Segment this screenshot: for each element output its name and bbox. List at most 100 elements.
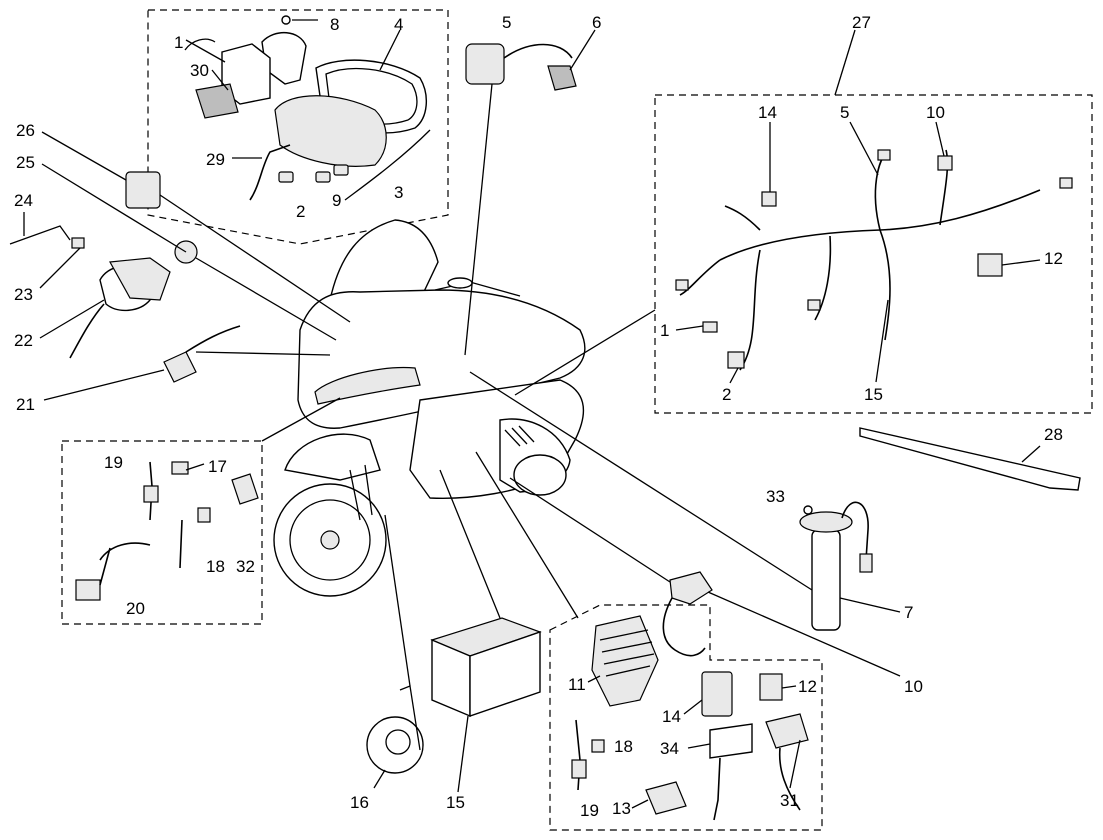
leader-22 [39,299,105,339]
leader-4 [379,29,401,71]
label-26: 26 [16,121,35,140]
leader-10-bike [509,477,671,583]
regulator-fins [599,629,655,677]
label-34: 34 [660,739,679,758]
rear-wheel [513,454,567,496]
stand-switch-group [662,571,713,657]
ignition-coil-group [465,43,577,91]
front-hub [320,530,340,550]
label-18-right: 18 [614,737,633,756]
meter-lens-30 [195,83,239,119]
holder-34 [709,723,753,759]
meter-body [274,95,387,167]
leader-34 [687,743,711,749]
leader-harness-to-bike [514,309,656,396]
fuel-sender-wire [841,501,869,561]
harness-connector-c [1059,177,1073,189]
label-32: 32 [236,557,255,576]
label-14-harness: 14 [758,103,777,122]
fuse-18-right [591,739,605,753]
label-23: 23 [14,285,33,304]
leader-left-box [261,397,341,442]
label-20: 20 [126,599,145,618]
leader-27 [834,29,856,96]
leader-23 [39,247,81,289]
fuel-sender-group [799,501,873,631]
harness-connector-14 [761,191,777,207]
meter-wire-29 [249,144,291,201]
label-18-left: 18 [206,557,225,576]
harness-20-tail [99,519,183,586]
fuel-sender-connector [859,553,873,573]
leader-5-coil [464,83,493,356]
socket-21 [163,351,197,383]
harness-branch-b [879,229,891,341]
label-5-coil: 5 [502,13,511,32]
leader-horn-bike [384,514,411,687]
label-10-switch: 10 [904,677,923,696]
meter-bracket [261,32,307,85]
leader-1-top [185,39,226,63]
label-15-harness: 15 [864,385,883,404]
screw-33 [803,505,813,515]
connector-31-wire [778,747,801,811]
meter-group [184,15,431,201]
leader-5-harness [849,121,879,176]
ignition-switch-body [109,257,171,301]
leader-25-bike [195,257,337,341]
relay-12 [759,673,783,701]
scooter-body [273,219,586,597]
bracket-1 [184,38,216,51]
label-2-top: 2 [296,202,305,221]
label-19-left: 19 [104,453,123,472]
leader-12-right [781,685,797,689]
callouts: 1 30 8 4 29 2 9 3 5 6 27 14 5 10 12 1 2 … [14,13,1063,820]
bulb-socket-9b [333,164,349,176]
leader-6 [569,29,596,71]
fork [349,464,373,521]
harness-group-box [654,94,1093,414]
label-6: 6 [592,13,601,32]
label-17: 17 [208,457,227,476]
windscreen [329,219,439,313]
leader-26-bike [159,194,351,323]
label-7: 7 [904,603,913,622]
leader-right-box [475,451,579,619]
label-29: 29 [206,150,225,169]
leader-7 [839,597,901,613]
headlight [314,366,421,405]
leader-16 [373,769,386,789]
label-9: 9 [332,191,341,210]
leader-28 [1021,445,1041,463]
label-30: 30 [190,61,209,80]
fuse-19-right [571,759,587,779]
harness-branch-c [739,249,761,371]
fuel-sender-tube [811,529,841,631]
ignition-coil [465,43,505,85]
label-28: 28 [1044,425,1063,444]
label-13: 13 [612,799,631,818]
holder-34-wire [713,757,721,821]
label-11: 11 [568,675,586,694]
regulator-11 [591,615,659,707]
connector-31 [765,713,809,749]
label-2-harness: 2 [722,385,731,404]
leader-21-bike [195,351,331,356]
label-5-harness: 5 [840,103,849,122]
label-25: 25 [16,153,35,172]
leader-21 [43,369,165,401]
left-relay-parts [75,461,259,601]
harness-group [675,149,1073,371]
harness-branch-a [874,149,889,231]
leader-10-harness [935,121,945,157]
leader-30 [211,69,229,91]
harness-branch-e [939,149,949,226]
switch-wire-22 [69,303,105,359]
label-19-right: 19 [580,801,599,820]
leader-13 [631,799,649,809]
right-relay-group-box [549,604,823,831]
label-3: 3 [394,183,403,202]
horn-center [385,729,411,755]
harness-connector-10 [937,155,953,171]
